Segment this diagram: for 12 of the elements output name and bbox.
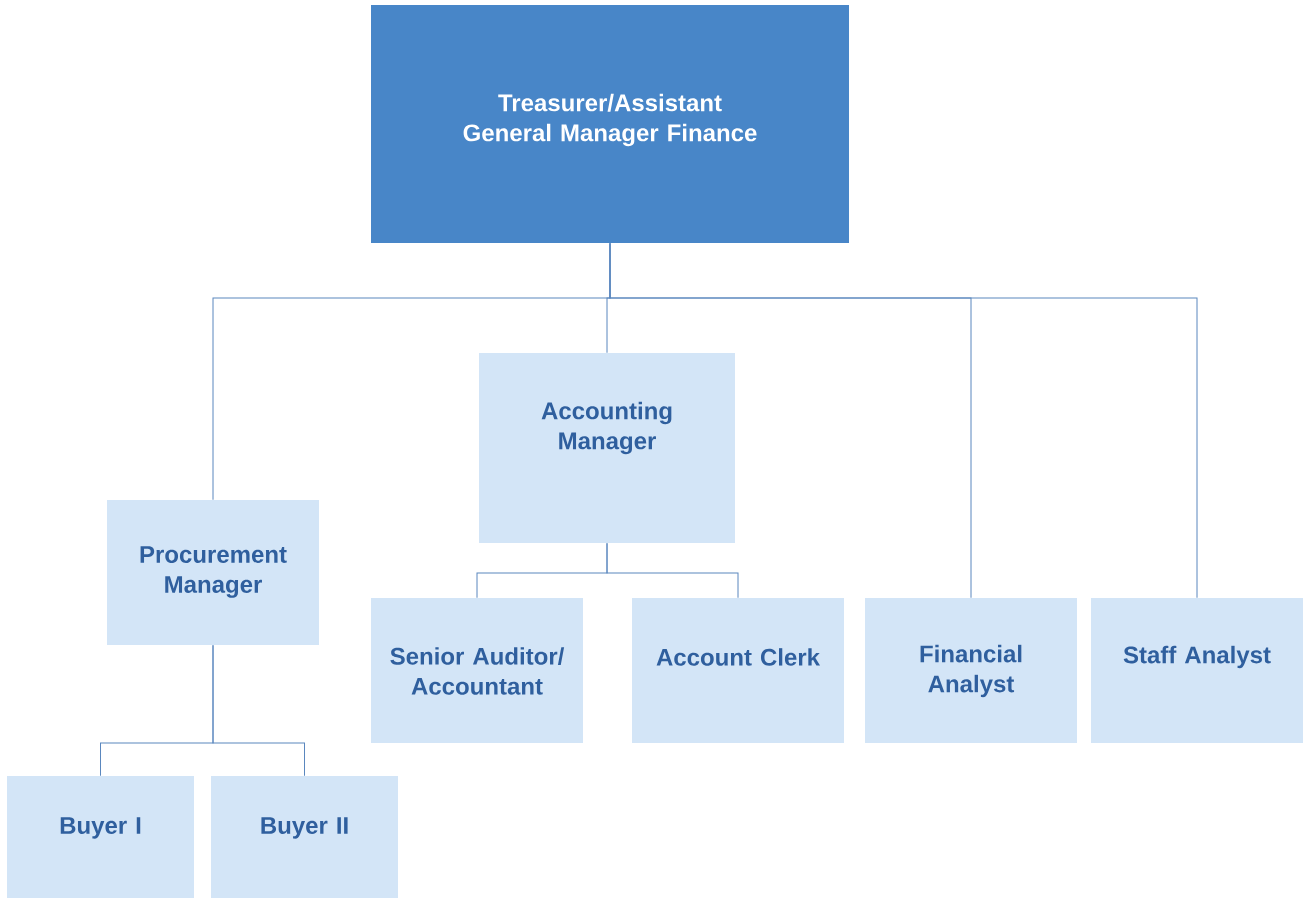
role-box: Procurement Manager bbox=[107, 500, 319, 645]
title-box: Treasurer/Assistant General Manager Finance bbox=[371, 5, 849, 243]
role-box: Buyer II bbox=[211, 776, 398, 898]
connector-line bbox=[606, 542, 739, 599]
role-box: Account Clerk bbox=[632, 598, 844, 743]
connector-line bbox=[212, 644, 305, 777]
role-box: Accounting Manager bbox=[479, 353, 735, 543]
role-box: Financial Analyst bbox=[865, 598, 1077, 743]
role-box: Senior Auditor/ Accountant bbox=[371, 598, 583, 743]
connector-line bbox=[609, 242, 1198, 599]
role-box: Buyer I bbox=[7, 776, 194, 898]
role-box: Staff Analyst bbox=[1091, 598, 1303, 743]
